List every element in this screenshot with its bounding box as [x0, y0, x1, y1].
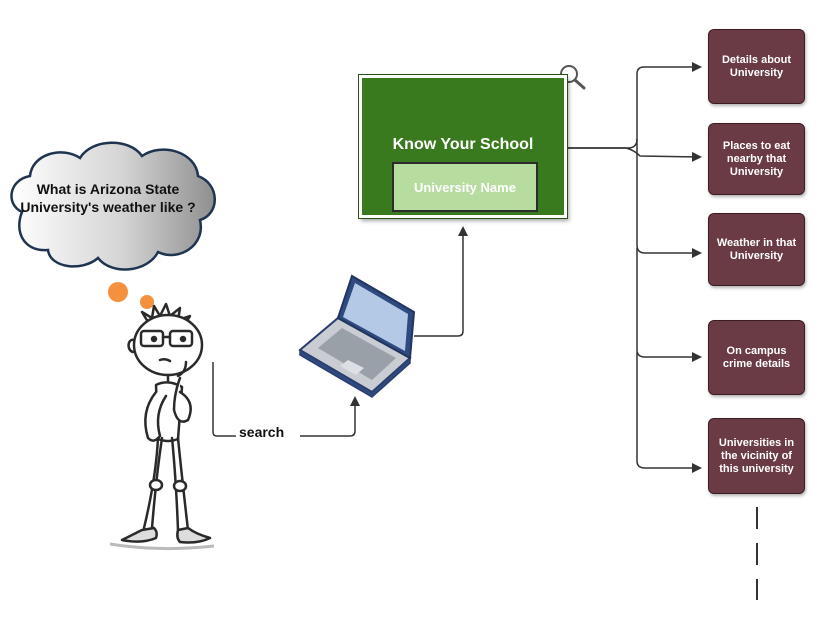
- search-label: search: [239, 424, 285, 440]
- feature-weather[interactable]: Weather in that University: [708, 213, 805, 286]
- feature-nearby-universities[interactable]: Universities in the vicinity of this uni…: [708, 418, 805, 494]
- app-title: Know Your School: [392, 136, 534, 153]
- search-bracket: [212, 362, 236, 437]
- laptop-icon: [298, 274, 416, 398]
- feature-crime-details[interactable]: On campus crime details: [708, 320, 805, 395]
- ground-shadow: [109, 542, 215, 551]
- search-arrow: [300, 396, 360, 437]
- thought-cloud-icon: [10, 141, 216, 271]
- feature-connectors: [567, 62, 702, 473]
- app-window: Know Your School University Name: [359, 75, 567, 218]
- thought-dot-small: [140, 295, 154, 309]
- feature-details[interactable]: Details about University: [708, 29, 805, 104]
- thought-text: What is Arizona State University's weath…: [20, 181, 196, 215]
- university-name-field[interactable]: University Name: [392, 162, 538, 212]
- laptop-to-app-arrow: [414, 226, 468, 337]
- thought-dot-large: [108, 282, 128, 302]
- thinking-person-icon: [120, 302, 212, 544]
- feature-places-to-eat[interactable]: Places to eat nearby that University: [708, 123, 805, 195]
